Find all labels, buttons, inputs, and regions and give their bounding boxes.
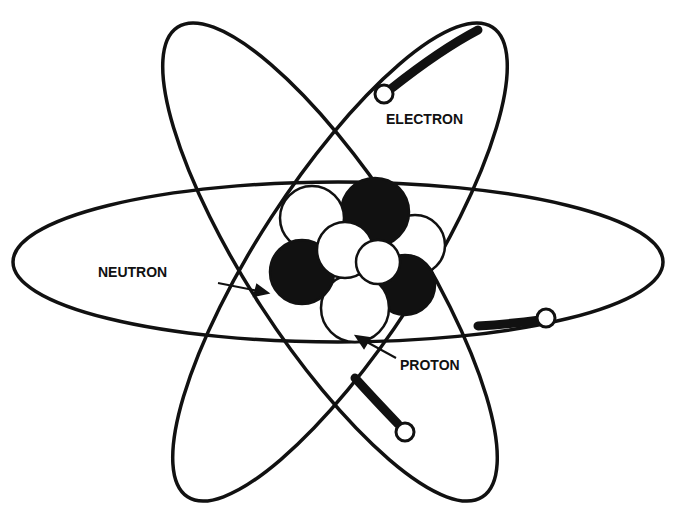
part-label: PROTON <box>398 356 462 374</box>
part-label: NEUTRON <box>96 263 169 281</box>
electron <box>537 309 555 327</box>
electron-trail <box>478 320 540 326</box>
arrowhead <box>356 336 370 348</box>
electron <box>396 423 414 441</box>
leader-line <box>365 341 396 358</box>
arrowhead <box>254 285 268 296</box>
electron-trail <box>355 378 398 424</box>
part-label: ELECTRON <box>384 110 465 128</box>
orbit <box>119 0 562 510</box>
nucleon <box>356 240 400 284</box>
electron-trail <box>392 30 478 88</box>
orbit <box>13 182 663 342</box>
electron <box>375 85 393 103</box>
leader-line <box>218 283 258 291</box>
